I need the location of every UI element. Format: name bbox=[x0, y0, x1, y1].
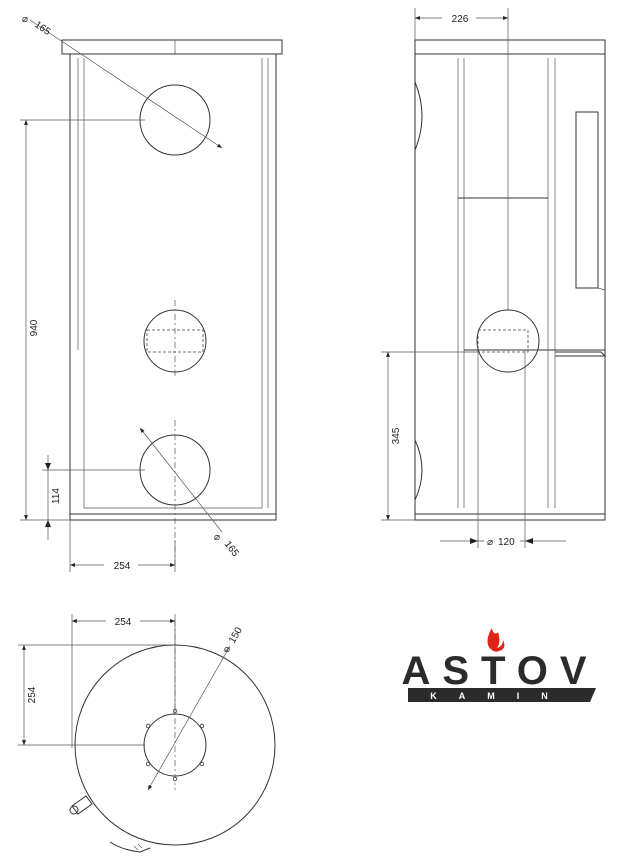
logo-sub-banner bbox=[408, 688, 596, 702]
diameter-symbol: ⌀ bbox=[487, 537, 493, 548]
top-handle-knob bbox=[69, 795, 93, 815]
side-door-glass bbox=[575, 111, 599, 289]
label-front-width-254: 254 bbox=[114, 561, 131, 572]
front-top-plate bbox=[61, 39, 283, 55]
diameter-symbol: ⌀ bbox=[214, 532, 220, 543]
front-base bbox=[69, 513, 277, 521]
logo-sub-text: KAMIN bbox=[430, 691, 570, 701]
astov-logo: ASTOV KAMIN bbox=[401, 628, 598, 702]
front-upper-flue-outlet bbox=[139, 84, 211, 156]
side-upper-handle bbox=[414, 81, 423, 151]
label-top-flue-150: 150 bbox=[227, 625, 245, 645]
logo-brand-text: ASTOV bbox=[401, 649, 598, 693]
side-base bbox=[414, 513, 606, 521]
front-upper-diameter-leader bbox=[29, 19, 223, 149]
side-top-plate bbox=[414, 39, 606, 55]
label-front-flue-top: 165 bbox=[32, 19, 52, 38]
side-lower-handle bbox=[414, 439, 423, 501]
front-view bbox=[20, 19, 283, 572]
label-side-height-345: 345 bbox=[391, 427, 402, 444]
label-top-depth-254: 254 bbox=[27, 686, 38, 703]
diameter-symbol: ⌀ bbox=[224, 644, 230, 655]
side-rear-pipe bbox=[476, 309, 540, 373]
label-side-pipe-120: 120 bbox=[498, 537, 515, 548]
flame-icon bbox=[487, 628, 505, 652]
dimension-labels: 165 ⌀ 940 114 ⌀ 165 254 226 345 ⌀ 120 25… bbox=[22, 14, 515, 703]
front-body bbox=[69, 53, 277, 515]
label-front-flue-bottom: 165 bbox=[222, 539, 241, 559]
side-latch bbox=[555, 351, 607, 357]
label-top-width-254: 254 bbox=[115, 617, 132, 628]
top-flue-diameter-leader bbox=[147, 645, 231, 791]
label-side-depth-226: 226 bbox=[452, 14, 469, 25]
front-lower-diameter-leader bbox=[139, 427, 223, 533]
side-view bbox=[381, 8, 607, 549]
top-view bbox=[18, 614, 276, 853]
label-front-height-940: 940 bbox=[29, 319, 40, 336]
diameter-symbol: ⌀ bbox=[22, 14, 28, 25]
label-front-height-114: 114 bbox=[51, 488, 62, 504]
top-bolt-holes bbox=[145, 708, 205, 782]
top-door-latch bbox=[109, 841, 151, 853]
